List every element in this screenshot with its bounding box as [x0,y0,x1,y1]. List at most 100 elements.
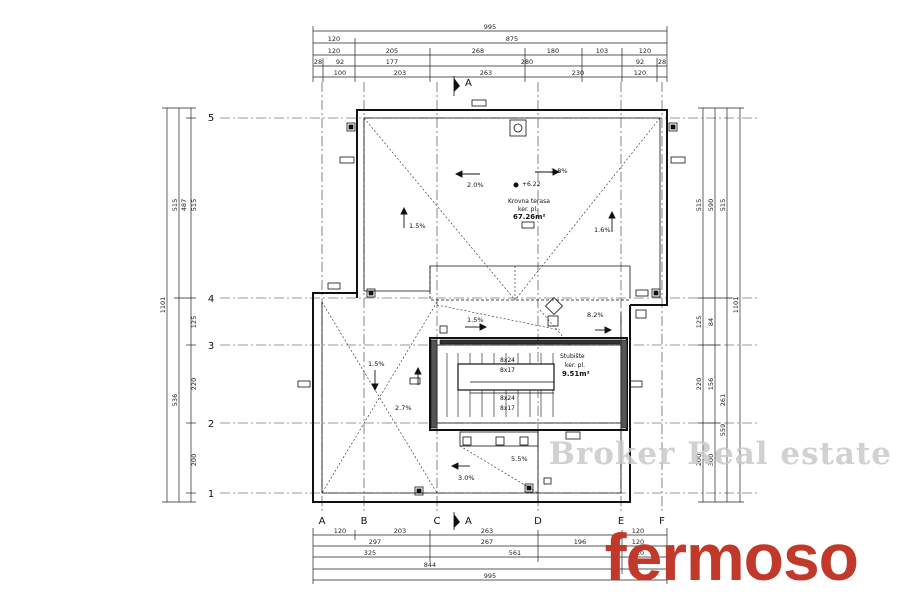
top-dimension-chains [312,26,668,82]
dim-top-r3-a: 120 [328,47,340,55]
slope-label-9: 3.0% [458,474,475,482]
slope-label-1: 2.0% [467,181,484,189]
axis-row-4: 4 [208,294,214,305]
slope-label-7: 2.7% [395,404,412,412]
axis-row-2: 2 [208,419,214,430]
dim-top-r3-d: 180 [547,47,559,55]
dim-bot-r4: 844 [424,561,436,569]
dim-right-inner-i: 200 [695,454,703,466]
dim-top-total: 995 [484,23,496,31]
dim-bot-r2-a: 297 [369,538,381,546]
dim-top-r3-e: 103 [596,47,608,55]
dim-top-r4-a: 28 [314,58,322,66]
dim-right-inner-e: 220 [695,378,703,390]
dim-top-r5-c: 263 [480,69,492,77]
dim-top-r4-f: 28 [658,58,666,66]
roof-terrace-label: +6.22 Krovna terasa ker. pl. 67.26m² [508,181,550,221]
section-marker-bottom: A [453,512,472,530]
stair-step-4: 8x17 [500,405,515,412]
dim-top-r3-c: 268 [472,47,484,55]
dim-bot-r2-d: 120 [632,538,644,546]
dim-bot-r1-d: 120 [632,527,644,535]
roof-terrace-level: +6.22 [522,181,541,188]
section-marker-top: A [453,76,472,96]
axis-col-d: D [534,516,542,527]
dim-bot-r3-c: 120 [632,549,644,557]
dim-top-r3-b: 205 [386,47,398,55]
bottom-dimension-chains [312,528,668,584]
dim-right-inner-c: 125 [695,316,703,328]
dim-bot-r5: 995 [484,572,496,580]
stair-step-2: 8x17 [500,367,515,374]
dim-top-r2-a: 120 [328,35,340,43]
top-dimension-texts: 995 120 875 120 205 268 180 103 120 28 9… [314,23,666,77]
roof-terrace-name: Krovna terasa [508,198,550,205]
bottom-dimension-texts: 120 203 263 120 297 267 196 120 325 561 … [334,527,644,580]
right-dimension-texts: 515 590 515 1101 125 84 220 156 261 300 … [695,199,740,466]
dim-bot-r3-b: 561 [509,549,521,557]
dim-left-inner-a: 487 [180,199,188,211]
left-dimension-chains [162,107,196,503]
axis-col-c: C [434,516,441,527]
section-label-top: A [465,78,472,89]
slope-label-6: 1.5% [368,360,385,368]
dim-left-mid-b: 536 [171,394,179,406]
dim-top-r5-a: 100 [334,69,346,77]
roof-drain-symbols [297,99,686,496]
dim-top-r3-f: 120 [639,47,651,55]
dim-top-r4-c: 177 [386,58,398,66]
slope-label-10: 5.5% [511,455,528,463]
axis-col-e: E [618,516,624,527]
dim-left-outer: 1101 [159,297,167,314]
dim-right-outer: 1101 [732,297,740,314]
axis-col-a: A [319,516,326,527]
dim-left-inner-e: 200 [190,454,198,466]
axis-row-3: 3 [208,341,214,352]
roof-terrace-area: 67.26m² [513,213,546,221]
dim-top-r4-e: 92 [636,58,644,66]
stair-step-1: 8x24 [500,357,515,364]
axis-col-b: B [361,516,368,527]
dim-right-inner-d: 84 [707,318,715,326]
slope-arrows [371,168,616,470]
dim-right-mid-a: 515 [719,199,727,211]
dim-left-mid-a: 515 [171,199,179,211]
stair-area-label: ker. pl. [565,362,585,369]
right-dimension-chains [698,107,744,503]
stair-area: 9.51m² [562,370,590,378]
axis-row-1: 1 [208,489,214,500]
dim-top-r5-e: 120 [634,69,646,77]
dim-right-inner-g: 261 [719,394,727,406]
slope-labels: 2.0% 2.8% 1.5% 1.5% 1.6% 1.5% 2.7% 8.2% … [368,167,611,482]
dim-bot-r1-c: 263 [481,527,493,535]
stair-step-3: 8x24 [500,395,515,402]
left-dimension-texts: 1101 515 536 487 515 125 220 200 [159,199,198,466]
dim-top-r5-d: 230 [572,69,584,77]
dim-left-inner-d: 220 [190,378,198,390]
axis-col-f: F [659,516,665,527]
fermoso-logo: fermoso [605,520,858,594]
stair-wall-hatch [430,339,628,429]
dim-right-inner-f: 156 [707,378,715,390]
dim-right-inner-b: 590 [707,199,715,211]
dim-bot-r1-a: 120 [334,527,346,535]
dim-bot-r1-b: 203 [394,527,406,535]
dim-right-inner-a: 515 [695,199,703,211]
dim-top-r2-b: 875 [506,35,518,43]
dim-left-inner-c: 125 [190,316,198,328]
dim-bot-r3-a: 325 [364,549,376,557]
broker-watermark: Broker Real estate [549,436,892,472]
dim-right-mid-b: 559 [719,424,727,436]
roof-fall-lines [321,117,661,494]
dim-bot-r2-c: 196 [574,538,586,546]
section-label-bottom: A [465,516,472,527]
grid-axis-labels: 5 4 3 2 1 A B C D E F [208,113,665,527]
slope-label-8: 8.2% [587,311,604,319]
dim-top-r5-b: 203 [394,69,406,77]
slope-label-3: 1.5% [467,316,484,324]
slope-label-4: 1.5% [409,222,426,230]
level-marker-icon [513,182,519,188]
dim-top-r4-d: 280 [521,58,533,66]
slope-label-5: 1.6% [594,226,611,234]
